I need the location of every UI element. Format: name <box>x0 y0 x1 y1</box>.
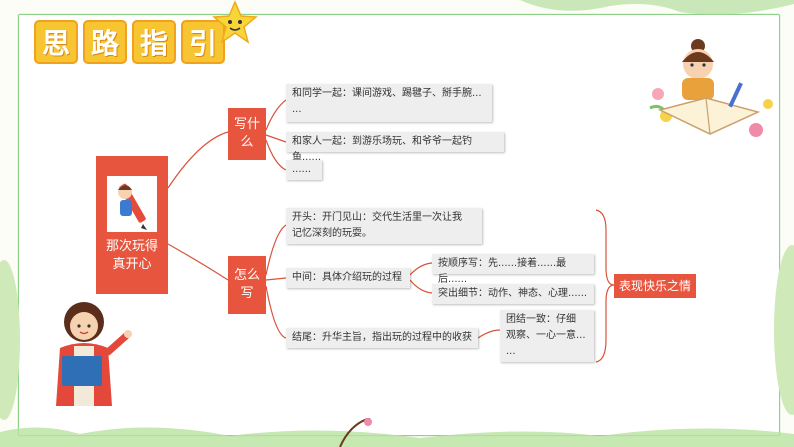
branch-what-line1: 写什 <box>233 117 260 132</box>
how-ending-sub-line: 团结一致：仔细 <box>506 314 576 325</box>
bush-decoration-left-icon <box>0 260 20 420</box>
title-char: 引 <box>181 20 225 64</box>
how-opening-line: 记忆深刻的玩耍。 <box>292 228 372 239</box>
reading-girl-illustration-icon <box>649 39 773 137</box>
how-ending-sub-line: ... <box>506 346 516 357</box>
how-opening-line: 开头：开门见山：交代生活里一次让我 <box>292 212 462 223</box>
what-item-line: 和同学一起：课间游戏、踢毽子、掰手腕... <box>292 88 482 99</box>
root-label-line1: 那次玩得 <box>105 239 158 254</box>
pen-character-icon <box>107 176 157 232</box>
root-label-line2: 真开心 <box>112 257 152 272</box>
what-item-line: ...... <box>292 164 312 175</box>
how-middle-sub-line: 突出细节：动作、神态、心理...... <box>438 288 588 299</box>
title-char: 思 <box>34 20 78 64</box>
branch-what-line2: 么 <box>240 135 254 150</box>
bush-decoration-right-icon <box>774 245 794 415</box>
conclusion-label: 表现快乐之情 <box>618 279 691 293</box>
branch-how-line2: 写 <box>240 286 254 301</box>
plant-decoration-bottom-icon <box>339 418 372 447</box>
what-item: 和家人一起：到游乐场玩、和爷爷一起钓鱼...... <box>286 132 504 163</box>
teacher-illustration-icon <box>56 302 132 406</box>
title-char: 指 <box>132 20 176 64</box>
conclusion-node: 表现快乐之情 <box>614 274 696 298</box>
what-item: ...... <box>286 160 322 180</box>
how-ending-sub-item: 团结一致：仔细 观察、一心一意... ... <box>500 310 594 362</box>
how-middle-sub-item: 按顺序写：先......接着......最后...... <box>432 254 594 285</box>
how-middle-sub-line: 按顺序写：先......接着......最后...... <box>438 258 567 285</box>
grass-decoration-bottom-icon <box>0 427 794 447</box>
what-item-line: ... <box>292 104 302 115</box>
branch-how-node: 怎么 写 <box>228 256 266 314</box>
branch-what-node: 写什 么 <box>228 108 266 160</box>
what-item: 和同学一起：课间游戏、踢毽子、掰手腕... ... <box>286 84 492 122</box>
title-char: 路 <box>83 20 127 64</box>
how-opening-item: 开头：开门见山：交代生活里一次让我 记忆深刻的玩耍。 <box>286 208 482 244</box>
how-ending-item: 结尾：升华主旨，指出玩的过程中的收获 <box>286 328 478 348</box>
root-node: 那次玩得 真开心 <box>96 156 168 294</box>
how-middle-line: 中间：具体介绍玩的过程 <box>292 272 402 283</box>
how-middle-sub-item: 突出细节：动作、神态、心理...... <box>432 284 594 304</box>
how-ending-sub-line: 观察、一心一意... <box>506 330 586 341</box>
star-icon <box>212 0 258 44</box>
how-middle-item: 中间：具体介绍玩的过程 <box>286 268 410 288</box>
leaves-decoration-top-icon <box>520 0 794 15</box>
how-ending-line: 结尾：升华主旨，指出玩的过程中的收获 <box>292 332 472 343</box>
branch-how-line1: 怎么 <box>233 268 260 283</box>
what-item-line: 和家人一起：到游乐场玩、和爷爷一起钓鱼...... <box>292 136 472 163</box>
page-title: 思 路 指 引 <box>34 20 225 64</box>
